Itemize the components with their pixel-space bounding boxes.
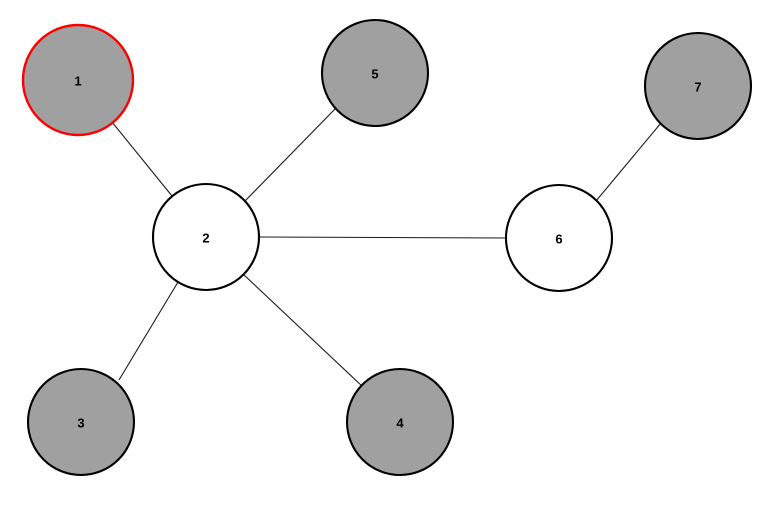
node-circle-2[interactable] bbox=[151, 182, 261, 292]
graph-node-4[interactable]: 4 bbox=[345, 367, 455, 477]
graph-edge-6-7[interactable] bbox=[595, 122, 662, 202]
node-circle-6[interactable] bbox=[504, 183, 614, 293]
node-layer: 123 4 567 bbox=[21, 18, 753, 477]
graph-node-2[interactable]: 2 bbox=[151, 182, 261, 292]
node-circle-5[interactable] bbox=[320, 18, 430, 128]
node-circle-3[interactable] bbox=[26, 367, 136, 477]
graph-edge-1-2[interactable] bbox=[111, 121, 173, 197]
node-circle-4[interactable] bbox=[345, 367, 455, 477]
graph-node-6[interactable]: 6 bbox=[504, 183, 614, 293]
graph-node-5[interactable]: 5 bbox=[320, 18, 430, 128]
graph-edge-2-5[interactable] bbox=[244, 107, 337, 202]
graph-edge-2-4[interactable] bbox=[242, 273, 364, 388]
graph-node-3[interactable]: 3 bbox=[26, 367, 136, 477]
node-circle-7[interactable] bbox=[643, 31, 753, 141]
node-circle-1[interactable] bbox=[21, 23, 135, 137]
graph-node-1[interactable]: 1 bbox=[21, 23, 135, 137]
graph-edge-2-3[interactable] bbox=[118, 281, 179, 381]
edge-layer bbox=[111, 107, 662, 388]
graph-node-7[interactable]: 7 bbox=[643, 31, 753, 141]
graph-edge-2-6[interactable] bbox=[258, 236, 507, 239]
